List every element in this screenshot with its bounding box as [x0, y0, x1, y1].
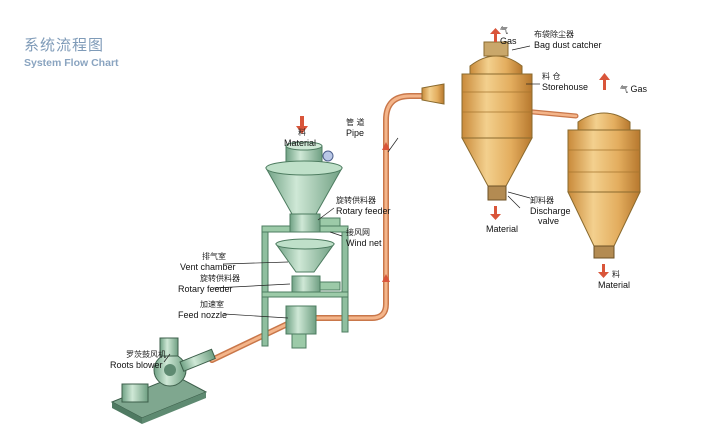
label-discharge-en1: Discharge	[530, 206, 571, 216]
feeder-structure	[261, 141, 349, 349]
label-material-top: 料 Material	[284, 128, 316, 148]
label-pipe: 管 道 Pipe	[346, 118, 365, 138]
leader-lines	[163, 45, 540, 363]
inlet-funnel	[421, 83, 445, 105]
label-vent-chamber-en: Vent chamber	[180, 262, 236, 272]
label-gas-top-en: Gas	[500, 36, 517, 46]
label-rotary-feeder-top-cn: 旋转供料器	[336, 196, 376, 205]
label-storehouse-cn: 料 仓	[542, 72, 561, 81]
label-wind-net-en: Wind net	[346, 238, 382, 248]
label-discharge-valve: 卸料器 Discharge valve	[530, 196, 571, 226]
label-rotary-feeder-top: 旋转供料器 Rotary feeder	[336, 196, 391, 216]
label-feed-nozzle: 加速室 Feed nozzle	[178, 300, 227, 320]
label-feed-nozzle-cn: 加速室	[200, 300, 224, 309]
label-wind-net: 接风网 Wind net	[346, 228, 382, 248]
label-rotary-feeder-cn: 旋转供料器	[200, 274, 240, 283]
label-material-right-en: Material	[598, 280, 631, 290]
label-roots-blower-cn: 罗茨鼓风机	[126, 350, 166, 359]
arrow-pipe-up-lower	[382, 274, 390, 282]
label-roots-blower: 罗茨鼓风机 Roots blower	[110, 350, 166, 370]
arrow-material-out-mid	[490, 206, 501, 220]
label-vent-chamber-cn: 排气室	[202, 252, 226, 261]
arrow-pipe-up	[382, 142, 390, 150]
chart-title-cn: 系统流程图	[24, 36, 105, 54]
label-gas-right: 气 Gas	[620, 84, 647, 95]
label-storehouse: 料 仓 Storehouse	[542, 72, 588, 92]
label-discharge-cn: 卸料器	[530, 196, 554, 205]
label-feed-nozzle-en: Feed nozzle	[178, 310, 228, 320]
arrow-gas-right	[599, 73, 610, 90]
arrow-material-out-right	[598, 264, 609, 278]
label-gas-right-en: Gas	[630, 84, 648, 94]
label-material-right: 料 Material	[598, 270, 630, 290]
label-storehouse-en: Storehouse	[542, 82, 589, 92]
label-discharge-en2: valve	[538, 216, 560, 226]
label-pipe-cn: 管 道	[346, 118, 365, 127]
label-rotary-feeder: 旋转供料器 Rotary feeder	[178, 274, 240, 294]
right-silo-tank	[567, 112, 641, 259]
label-material-right-cn: 料	[612, 270, 620, 279]
label-bag-dust-en: Bag dust catcher	[534, 40, 602, 50]
storehouse-tank	[461, 41, 533, 201]
label-bag-dust-cn: 布袋除尘器	[534, 30, 574, 39]
label-roots-blower-en: Roots blower	[110, 360, 163, 370]
arrow-material-in	[296, 116, 308, 134]
label-rotary-feeder-en: Rotary feeder	[178, 284, 233, 294]
chart-title-en: System Flow Chart	[24, 57, 119, 69]
roots-blower	[110, 337, 216, 424]
label-gas-top: 气 Gas	[500, 26, 517, 46]
flow-arrows	[296, 28, 610, 282]
label-gas-right-cn: 气	[620, 85, 628, 94]
label-material-mid: Material	[486, 224, 518, 234]
label-vent-chamber: 排气室 Vent chamber	[180, 252, 236, 272]
label-material-mid-en: Material	[486, 224, 519, 234]
label-material-top-cn: 料	[298, 128, 306, 137]
label-pipe-en: Pipe	[346, 128, 365, 138]
label-gas-top-cn: 气	[500, 26, 508, 35]
label-rotary-feeder-top-en: Rotary feeder	[336, 206, 391, 216]
arrow-gas-top	[490, 28, 501, 42]
label-bag-dust-catcher: 布袋除尘器 Bag dust catcher	[534, 30, 602, 50]
label-material-top-en: Material	[284, 138, 317, 148]
label-wind-net-cn: 接风网	[346, 228, 370, 237]
